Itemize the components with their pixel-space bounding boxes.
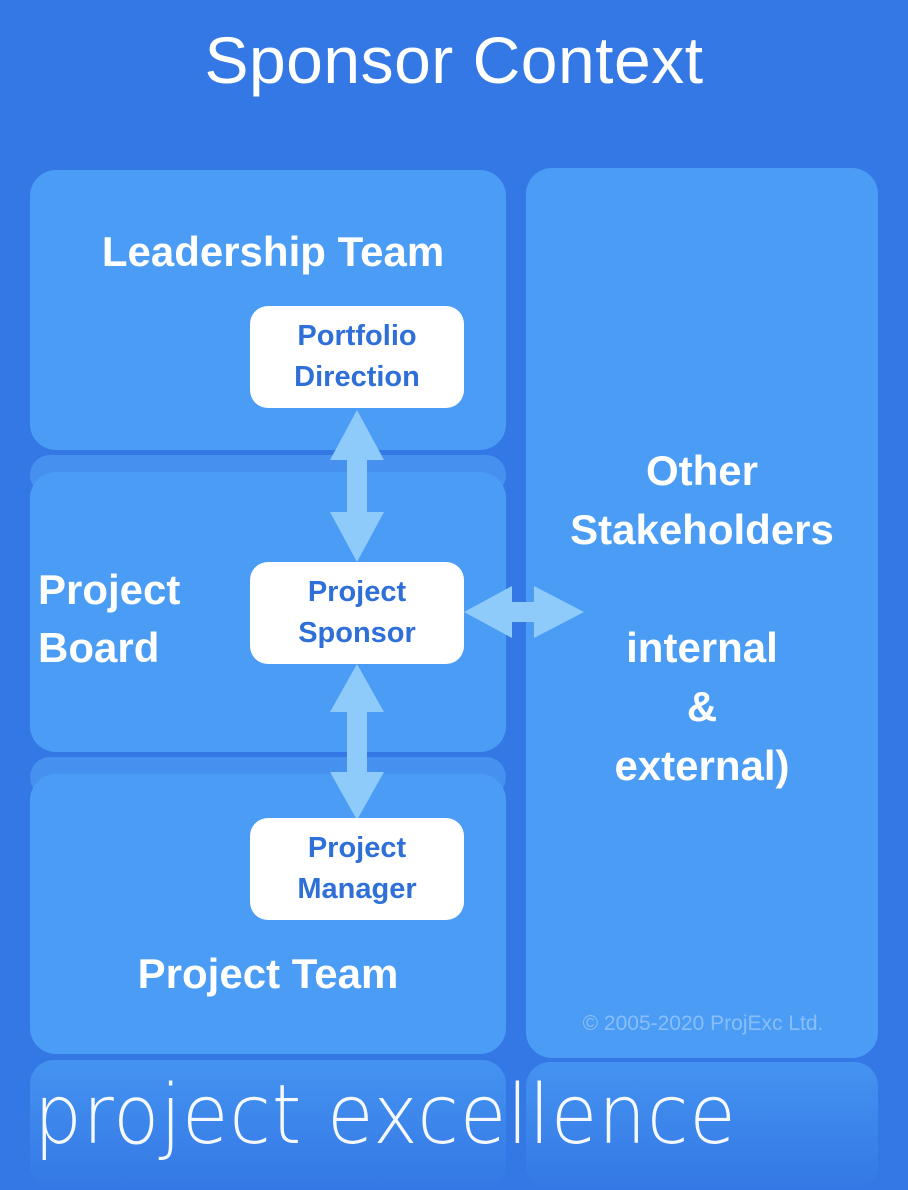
project-sponsor-line1: Project	[307, 576, 407, 608]
stakeholders-line3: internal	[626, 624, 778, 671]
project-board-label: Project Board	[38, 561, 180, 677]
sponsor-manager-arrow	[330, 664, 384, 820]
stakeholders-line4: &	[686, 683, 718, 730]
project-board-label-line2: Board	[38, 624, 160, 671]
stakeholders-label: Other Stakeholders internal & external)	[526, 441, 878, 795]
project-sponsor-line2: Sponsor	[298, 617, 416, 649]
project-team-label: Project Team	[137, 950, 399, 997]
brand-wordmark: project excellence	[34, 1068, 737, 1163]
stakeholders-line5: external)	[614, 742, 790, 789]
project-manager-line2: Manager	[297, 873, 417, 905]
team-panel-reflection	[30, 1060, 506, 1190]
project-board-label-line1: Project	[38, 566, 181, 613]
stakeholders-line1: Other	[645, 447, 758, 494]
stakeholders-panel	[526, 168, 878, 1058]
portfolio-direction-line1: Portfolio	[297, 320, 417, 352]
project-manager-box: Project Manager	[250, 818, 464, 920]
stakeholders-line2: Stakeholders	[570, 506, 834, 553]
portfolio-direction-line2: Direction	[294, 361, 420, 393]
diagram-title: Sponsor Context	[204, 23, 704, 97]
stakeholders-panel-reflection	[526, 1062, 878, 1190]
copyright-notice: © 2005-2020 ProjExc Ltd.	[582, 1012, 824, 1035]
portfolio-direction-box: Portfolio Direction	[250, 306, 464, 408]
project-manager-line1: Project	[307, 832, 407, 864]
sponsor-stakeholders-arrow	[464, 586, 584, 638]
leadership-team-label: Leadership Team	[101, 228, 445, 275]
portfolio-sponsor-arrow	[330, 410, 384, 562]
project-sponsor-box: Project Sponsor	[250, 562, 464, 664]
